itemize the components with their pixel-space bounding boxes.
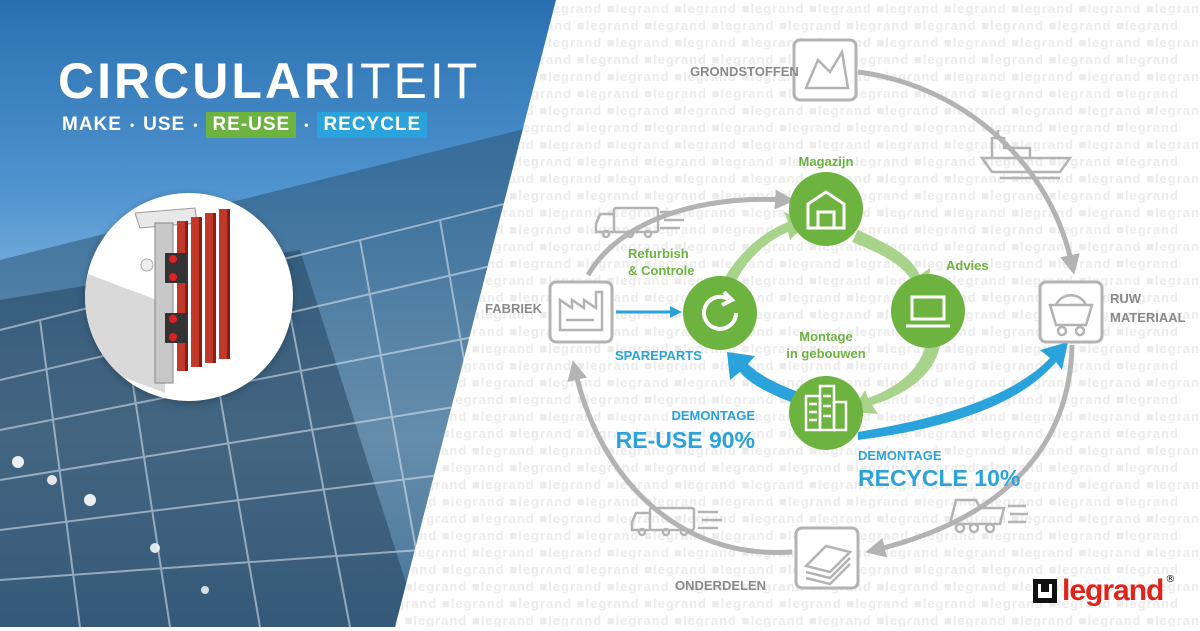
registered-mark: ® bbox=[1165, 574, 1176, 585]
watermark-row: ■legrand ■legrand ■legrand ■legrand ■leg… bbox=[0, 596, 1179, 611]
montage-node bbox=[789, 376, 863, 450]
watermark-row: ■legrand ■legrand ■legrand ■legrand ■leg… bbox=[0, 18, 1179, 33]
truck-icon-bottom bbox=[630, 506, 722, 537]
tagline-recycle-badge: RECYCLE bbox=[317, 112, 428, 138]
mine-cart-icon bbox=[1048, 294, 1094, 337]
title-light: ITEIT bbox=[343, 53, 481, 109]
ruw-materiaal-node bbox=[1038, 280, 1104, 344]
ship-icon bbox=[979, 130, 1073, 180]
label-ruw: RUW bbox=[1110, 291, 1142, 306]
rock-icon bbox=[804, 48, 850, 90]
refurbish-node bbox=[683, 276, 757, 350]
train-icon bbox=[948, 498, 1028, 534]
onderdelen-node bbox=[794, 526, 860, 590]
watermark-row: ■legrand ■legrand ■legrand ■legrand ■leg… bbox=[0, 511, 1200, 526]
watermark-row: ■legrand ■legrand ■legrand ■legrand ■leg… bbox=[0, 460, 1179, 475]
watermark-row: ■legrand ■legrand ■legrand ■legrand ■leg… bbox=[0, 477, 1200, 492]
label-reuse-value: RE-USE 90% bbox=[616, 427, 755, 453]
page-title: CIRCULARITEIT bbox=[58, 52, 480, 110]
watermark-row: ■legrand ■legrand ■legrand ■legrand ■leg… bbox=[0, 358, 1179, 373]
watermark-row: ■legrand ■legrand ■legrand ■legrand ■leg… bbox=[0, 443, 1200, 458]
legrand-logo-text: legrand bbox=[1062, 574, 1164, 607]
tagline-use: USE bbox=[143, 114, 186, 135]
fabriek-node bbox=[548, 280, 614, 344]
watermark-row: ■legrand ■legrand ■legrand ■legrand ■leg… bbox=[0, 86, 1179, 101]
label-refurbish: Refurbish bbox=[628, 246, 689, 261]
refresh-icon bbox=[702, 290, 738, 331]
tagline: MAKE • USE • RE-USE • RECYCLE bbox=[62, 112, 428, 138]
watermark-row: ■legrand ■legrand ■legrand ■legrand ■leg… bbox=[0, 103, 1200, 118]
advies-node bbox=[891, 274, 965, 348]
label-recycle-value: RECYCLE 10% bbox=[858, 465, 1020, 491]
tagline-separator: • bbox=[129, 118, 136, 132]
watermark-row: ■legrand ■legrand ■legrand ■legrand ■leg… bbox=[0, 562, 1179, 577]
recycle-arrow bbox=[858, 342, 1068, 440]
label-onderdelen: ONDERDELEN bbox=[675, 578, 766, 593]
warehouse-icon bbox=[806, 190, 846, 230]
label-spareparts: SPAREPARTS bbox=[615, 348, 702, 363]
inner-cycle-arrows bbox=[718, 212, 940, 414]
magazijn-node bbox=[789, 172, 863, 246]
label-controle: & Controle bbox=[628, 263, 694, 278]
legrand-logo: legrand ® bbox=[1032, 574, 1175, 608]
label-magazijn: Magazijn bbox=[799, 154, 854, 169]
watermark-row: ■legrand ■legrand ■legrand ■legrand ■leg… bbox=[0, 341, 1200, 356]
watermark-row: ■legrand ■legrand ■legrand ■legrand ■leg… bbox=[0, 426, 1179, 441]
watermark-row: ■legrand ■legrand ■legrand ■legrand ■leg… bbox=[0, 375, 1200, 390]
label-grondstoffen: GRONDSTOFFEN bbox=[690, 64, 799, 79]
tagline-separator: • bbox=[193, 118, 199, 132]
laptop-icon bbox=[906, 295, 950, 328]
tagline-reuse-badge: RE-USE bbox=[206, 112, 297, 138]
truck-icon-top bbox=[594, 206, 684, 239]
label-advies: Advies bbox=[946, 258, 989, 273]
tagline-make: MAKE bbox=[62, 114, 122, 135]
label-fabriek: FABRIEK bbox=[485, 301, 543, 316]
factory-icon bbox=[558, 290, 604, 332]
outer-cycle-arrows bbox=[567, 69, 1080, 558]
watermark-row: ■legrand ■legrand ■legrand ■legrand ■leg… bbox=[0, 239, 1200, 254]
product-image bbox=[85, 193, 293, 401]
watermark-row: ■legrand ■legrand ■legrand ■legrand ■leg… bbox=[0, 613, 1200, 627]
watermark-row: ■legrand ■legrand ■legrand ■legrand ■leg… bbox=[0, 52, 1179, 67]
watermark-row: ■legrand ■legrand ■legrand ■legrand ■leg… bbox=[0, 528, 1179, 543]
label-recycle-caption: DEMONTAGE bbox=[858, 448, 942, 463]
watermark-row: ■legrand ■legrand ■legrand ■legrand ■leg… bbox=[0, 171, 1200, 186]
watermark-row: ■legrand ■legrand ■legrand ■legrand ■leg… bbox=[0, 1, 1200, 16]
label-materiaal: MATERIAAL bbox=[1110, 310, 1186, 325]
label-montage: Montage bbox=[799, 329, 852, 344]
tagline-separator: • bbox=[304, 118, 310, 132]
plates-icon bbox=[803, 544, 853, 586]
title-bold: CIRCULAR bbox=[58, 53, 344, 109]
buildings-icon bbox=[804, 384, 848, 432]
label-reuse-caption: DEMONTAGE bbox=[671, 408, 755, 423]
label-in-gebouwen: in gebouwen bbox=[786, 346, 866, 361]
grondstoffen-node bbox=[792, 38, 858, 102]
legrand-logo-mark bbox=[1033, 579, 1057, 603]
